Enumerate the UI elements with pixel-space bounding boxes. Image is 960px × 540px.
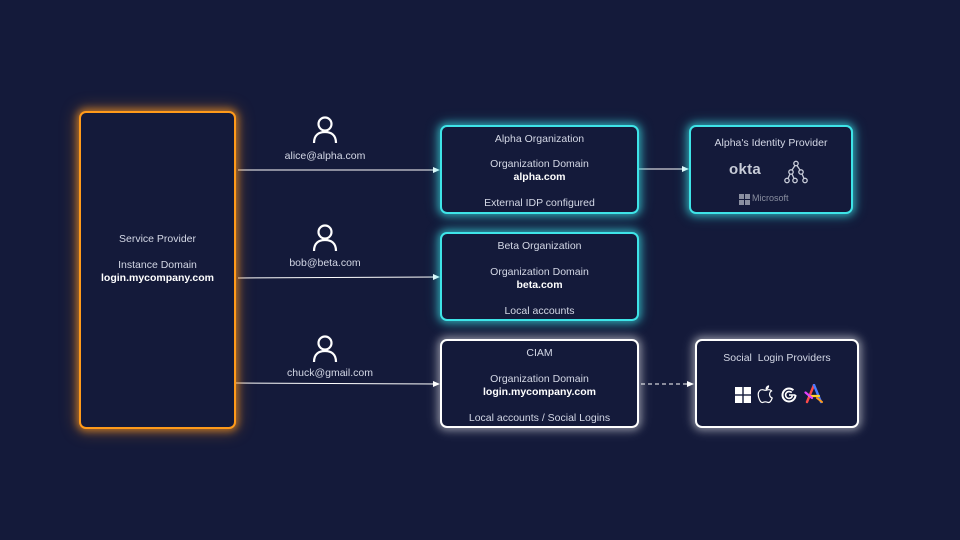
beta-org-title: Beta Organization <box>497 240 582 252</box>
service-provider-box: Service Provider Instance Domain login.m… <box>79 111 236 429</box>
user-email-alice: alice@alpha.com <box>284 150 366 162</box>
service-provider-domain-label: Instance Domain <box>118 259 197 272</box>
ciam-note: Local accounts / Social Logins <box>468 412 611 424</box>
alpha-org-domain-value: alpha.com <box>513 171 566 183</box>
user-email-chuck: chuck@gmail.com <box>287 367 373 379</box>
ciam-box: CIAM Organization Domain login.mycompany… <box>440 339 639 428</box>
arrow-sp-to-ciam <box>235 380 440 387</box>
user-icon <box>312 116 338 144</box>
microsoft-logo: Microsoft <box>739 193 789 205</box>
alpha-idp-title: Alpha's Identity Provider <box>714 137 828 149</box>
arrow-sp-to-beta <box>237 274 440 281</box>
ciam-domain-value: login.mycompany.com <box>483 386 596 398</box>
alpha-organization-box: Alpha Organization Organization Domain a… <box>440 125 639 214</box>
microsoft-label: Microsoft <box>752 193 789 204</box>
okta-logo: okta <box>729 161 762 178</box>
org-tree-icon <box>784 160 808 184</box>
user-email-bob: bob@beta.com <box>289 257 361 269</box>
ciam-domain-label: Organization Domain <box>490 373 589 385</box>
google-icon <box>781 387 797 403</box>
beta-organization-box: Beta Organization Organization Domain be… <box>440 232 639 321</box>
multicolor-a-icon <box>804 384 823 404</box>
beta-org-domain-label: Organization Domain <box>490 266 589 278</box>
alpha-org-title: Alpha Organization <box>494 133 585 145</box>
service-provider-domain-value: login.mycompany.com <box>101 272 214 285</box>
apple-icon <box>757 385 773 404</box>
social-login-providers-box: Social Login Providers <box>695 339 859 428</box>
service-provider-title: Service Provider <box>118 233 197 245</box>
ciam-title: CIAM <box>526 347 553 359</box>
social-title: Social Login Providers <box>723 352 831 364</box>
alpha-identity-provider-box: Alpha's Identity Provider okta Microsoft <box>689 125 853 214</box>
user-icon <box>312 335 338 363</box>
microsoft-squares-icon <box>739 193 750 205</box>
alpha-org-domain-label: Organization Domain <box>490 158 589 170</box>
beta-org-note: Local accounts <box>504 305 575 317</box>
user-icon <box>312 224 338 252</box>
windows-icon <box>735 387 751 403</box>
beta-org-domain-value: beta.com <box>516 279 563 291</box>
alpha-org-note: External IDP configured <box>484 197 595 209</box>
